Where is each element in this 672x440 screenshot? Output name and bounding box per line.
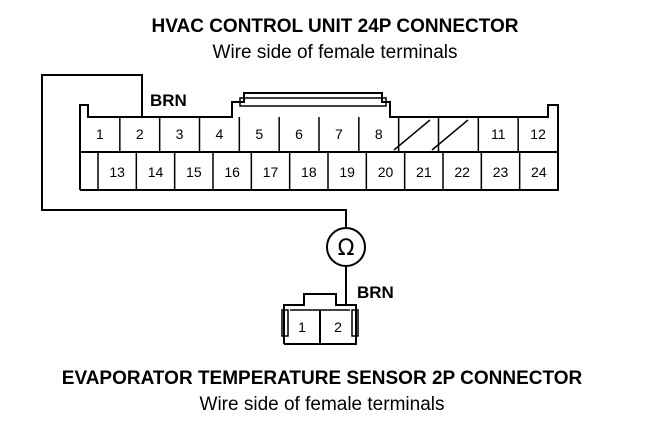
pin-12: 12 [530,126,546,142]
pin-13: 13 [109,164,125,180]
bottom-wire-label: BRN [357,283,394,302]
bottom-connector-title: EVAPORATOR TEMPERATURE SENSOR 2P CONNECT… [62,368,583,389]
pin-21: 21 [416,164,432,180]
blocked-cavity-hatch [393,119,469,151]
pin-14: 14 [148,164,164,180]
brn-wire-top [41,74,347,228]
pin-1: 1 [96,126,104,142]
top-connector-subtitle: Wire side of female terminals [213,42,458,63]
sensor-pin-1: 1 [298,319,306,335]
pin-8: 8 [375,126,383,142]
pin-19: 19 [339,164,355,180]
top-connector-title: HVAC CONTROL UNIT 24P CONNECTOR [151,16,518,37]
pin-16: 16 [224,164,240,180]
pin-20: 20 [378,164,394,180]
pin-11: 11 [491,126,506,142]
pin-17: 17 [263,164,279,180]
bottom-connector-subtitle: Wire side of female terminals [200,394,445,415]
svg-text:Ω: Ω [338,236,355,261]
pin-4: 4 [216,126,224,142]
ohmmeter-icon: Ω [326,227,366,267]
pin-3: 3 [176,126,184,142]
pin-15: 15 [186,164,202,180]
pin-7: 7 [335,126,343,142]
top-wire-label: BRN [150,91,187,110]
evap-sensor-2p-connector [281,293,359,345]
pin-2: 2 [136,126,144,142]
pin-23: 23 [493,164,509,180]
pin-22: 22 [454,164,470,180]
pin-6: 6 [295,126,303,142]
pin-24: 24 [531,164,547,180]
pin-5: 5 [255,126,263,142]
pin-18: 18 [301,164,317,180]
sensor-pin-2: 2 [334,319,342,335]
